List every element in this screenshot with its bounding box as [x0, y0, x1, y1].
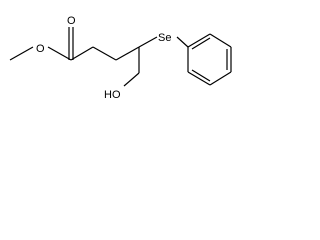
phenyl-ring [187, 33, 232, 86]
ring-bond [187, 33, 211, 48]
carbonyl-oxygen-label: O [67, 15, 76, 27]
bond-c4-se [138, 36, 158, 48]
structure-diagram: O O Se HO [9, 15, 232, 101]
ring-bond [209, 33, 232, 48]
selenium-label: Se [158, 32, 171, 44]
ester-oxygen-label: O [36, 43, 45, 55]
ring-bond [187, 71, 211, 86]
bond-se-phenyl [176, 36, 189, 48]
bond-o-carbonyl-c [47, 46, 72, 61]
bond-c5-oh [123, 72, 140, 87]
ring-bond [209, 71, 232, 86]
ring-double-bond [191, 37, 211, 50]
bond-c1-c2 [70, 46, 94, 61]
bond-methyl-o [9, 46, 34, 61]
hydroxyl-label: HO [104, 89, 121, 101]
bond-c3-c4 [115, 46, 140, 61]
ring-double-bond [191, 69, 211, 82]
bond-c2-c3 [92, 46, 117, 61]
